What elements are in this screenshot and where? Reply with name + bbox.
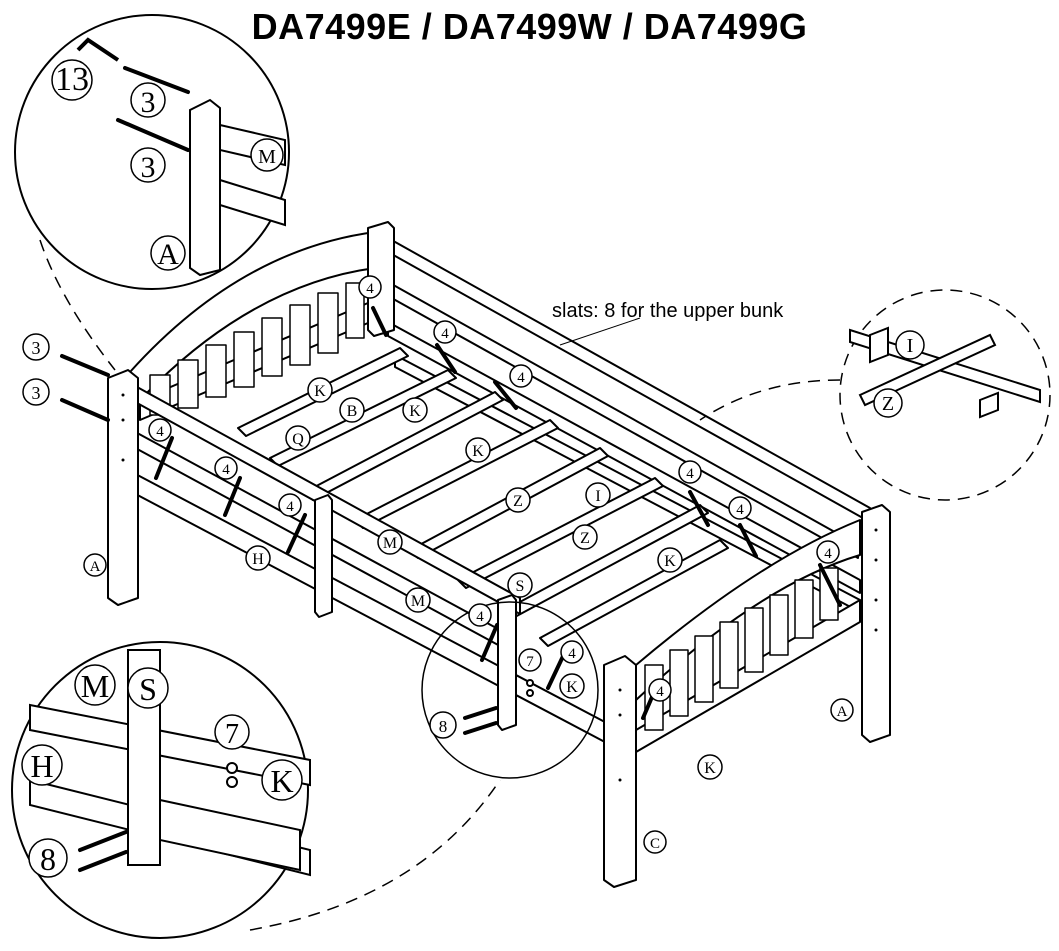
callout-4-h: 4 — [736, 502, 744, 518]
callout-8: 8 — [439, 717, 448, 736]
callout-8-bottom: 8 — [40, 841, 56, 877]
callout-3-a: 3 — [141, 86, 156, 119]
callout-4-e: 4 — [222, 462, 230, 478]
callout-A-detail: A — [157, 238, 179, 271]
callout-13: 13 — [55, 61, 89, 98]
callouts-top-left — [51, 59, 284, 271]
callout-4-f: 4 — [286, 499, 294, 515]
callout-7-bottom: 7 — [225, 719, 239, 750]
callout-3-left-1: 3 — [32, 338, 41, 358]
callout-4-g: 4 — [686, 466, 694, 482]
footboard-slats — [644, 567, 839, 731]
callout-A-left: A — [90, 559, 101, 575]
callout-3-b: 3 — [141, 151, 156, 184]
callouts-bottom-detail — [21, 664, 303, 878]
callout-K-3: K — [472, 443, 484, 460]
callout-K-4: K — [664, 553, 676, 570]
callout-S: S — [516, 578, 525, 595]
callout-H-bottom: H — [30, 748, 53, 784]
callout-M-detail: M — [258, 146, 276, 168]
callout-S-bottom: S — [139, 671, 157, 707]
callout-H: H — [252, 551, 264, 568]
detail-circle-bottom-left — [11, 601, 599, 939]
guard-post-left — [314, 494, 333, 618]
post-front-left — [107, 369, 139, 606]
post-front-right — [603, 655, 637, 888]
callout-B: B — [347, 403, 358, 420]
callout-K-6: K — [704, 760, 716, 777]
callout-4-a: 4 — [366, 281, 374, 297]
callout-M-bottom: M — [81, 668, 109, 704]
slats-note-leader — [559, 317, 641, 346]
callout-I-detail: I — [907, 335, 914, 357]
callout-K-1: K — [314, 383, 326, 400]
callout-K-bottom: K — [270, 763, 293, 799]
callout-4-b: 4 — [441, 326, 449, 342]
callout-4-j: 4 — [476, 609, 484, 625]
bolts-main — [60, 306, 842, 720]
callout-Z-2: Z — [580, 530, 590, 547]
callout-Z-1: Z — [513, 493, 523, 510]
callout-Q: Q — [292, 431, 304, 448]
page-title: DA7499E / DA7499W / DA7499G — [251, 6, 808, 47]
callout-4-c: 4 — [517, 370, 525, 386]
callout-M-2: M — [411, 593, 425, 610]
post-back-right — [861, 504, 891, 743]
callout-3-left-2: 3 — [32, 383, 41, 403]
slats-note: slats: 8 for the upper bunk — [552, 300, 784, 322]
callout-4-l: 4 — [656, 684, 664, 700]
callout-4-d: 4 — [156, 424, 164, 440]
callout-C: C — [650, 836, 660, 852]
callout-K-2: K — [409, 403, 421, 420]
callout-7: 7 — [526, 654, 534, 670]
post-holes — [121, 393, 878, 782]
callout-M-1: M — [383, 535, 397, 552]
callout-A-right: A — [837, 704, 848, 720]
callout-4-k: 4 — [568, 646, 576, 662]
callouts-right-detail — [873, 330, 925, 418]
callout-4-i: 4 — [824, 546, 832, 562]
callout-Z-detail: Z — [882, 393, 894, 415]
callouts-left — [22, 333, 107, 577]
bed-frame — [107, 221, 891, 888]
callouts-main — [148, 275, 854, 854]
callout-I: I — [595, 488, 600, 505]
callout-K-5: K — [566, 679, 578, 696]
guard-post-S — [497, 594, 517, 731]
